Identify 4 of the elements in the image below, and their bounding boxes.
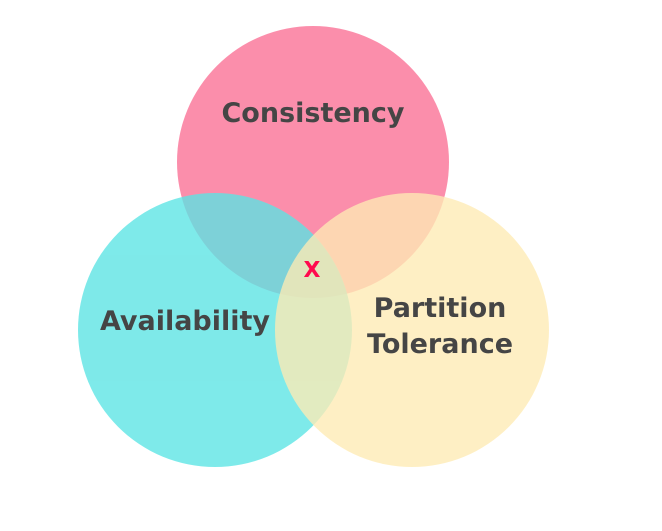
circle-label: Partition Tolerance: [366, 292, 514, 362]
circle-label: Consistency: [220, 97, 406, 131]
circle-label: Availability: [98, 305, 272, 339]
intersection-mark: X: [304, 258, 320, 282]
